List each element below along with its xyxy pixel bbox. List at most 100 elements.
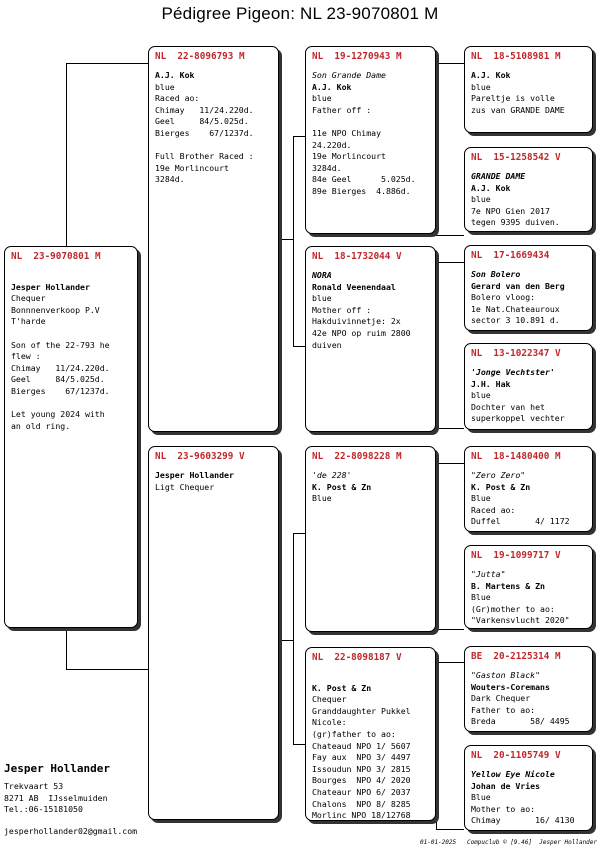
card-line: Mother off : [312,304,372,315]
ring-number: NL 18-5108981 M [471,51,561,62]
card-line: 1e Nat.Chateauroux [471,303,560,314]
card-line: Bierges 67/1237d. [155,127,254,138]
owner-address-city: 8271 AB IJsselmuiden [4,792,108,803]
card-line: (Gr)mother to ao: [471,603,555,614]
connector [293,533,294,745]
card-line: Yellow Eye Nicole [471,769,555,779]
ring-number: NL 22-8096793 M [155,51,245,62]
owner-phone: Tel.:06-15181050 [4,804,83,815]
card-line: Chimay 11/24.220d. [11,362,110,373]
card-line: Hakduivinnetje: 2x [312,316,401,327]
pigeon-card-fmm[interactable]: NL 13-1022347 V'Jonge Vechtster'J.H. Hak… [464,343,593,430]
connector [293,346,305,347]
card-line: Son Bolero [471,269,521,279]
card-line: Nicole: [312,717,347,728]
card-line: "Varkensvlucht 2020" [471,615,570,626]
owner-block: Jesper Hollander Trekvaart 53 8271 AB IJ… [4,762,110,816]
card-line [11,270,131,282]
card-line: blue [471,81,491,92]
owner-email[interactable]: jesperhollander02@gmail.com [4,826,138,836]
card-line: Ronald Veenendaal [312,281,396,292]
card-line: "Gaston Black" [471,670,541,680]
card-line: Duffel 4/ 1172 [471,516,570,527]
card-line: blue [312,93,332,104]
card-line: 89e Bierges 4.886d. [312,185,411,196]
connector [279,239,294,240]
card-line: GRANDE DAME [471,171,526,181]
card-line: tegen 9395 duiven. [471,217,560,228]
card-line: blue [155,81,175,92]
connector [436,63,464,64]
card-line: Bonnnenverkoop P.V [11,304,100,315]
connector [436,235,464,236]
card-line: A.J. Kok [471,182,511,193]
card-line [11,328,131,340]
connector [436,662,437,830]
card-line: Morlinc NPO 18/12768 [312,810,411,821]
footer-software: Compuclub © [9.46] Jesper Hollander [466,839,598,846]
card-line: 'de 228' [312,470,352,480]
ring-number: NL 23-9603299 V [155,451,245,462]
card-line: Geel 84/5.025d. [11,374,105,385]
card-line: A.J. Kok [155,70,195,80]
card-line: 11e NPO Chimay [312,127,382,138]
connector [436,662,464,663]
pigeon-card-mmf[interactable]: BE 20-2125314 M"Gaston Black"Wouters-Cor… [464,646,593,732]
card-line: "Jutta" [471,569,506,579]
card-line: Chequer [312,694,347,705]
card-line: K. Post & Zn [312,481,372,492]
card-line: 3284d. [155,174,185,185]
card-line: Pareltje is volle [471,93,555,104]
card-line: flew : [11,351,41,362]
card-line [155,140,272,152]
connector [436,463,437,630]
card-line: Dark Chequer [471,693,531,704]
card-line: Blue [471,493,491,504]
card-line: superkoppel vechter [471,413,565,424]
card-line: Jesper Hollander [155,470,234,480]
card-line: 19e Morlincourt [155,162,229,173]
card-line [312,116,429,128]
connector [436,262,464,263]
card-line: Chequer [11,293,46,304]
card-line: Dochter van het [471,401,545,412]
ring-number: NL 18-1732044 V [312,251,402,262]
ring-number: NL 19-1270943 M [312,51,402,62]
ring-number: NL 19-1099717 V [471,550,561,561]
card-line: Blue [312,493,332,504]
connector [436,262,437,428]
card-line: J.H. Hak [471,378,511,389]
ring-number: NL 17-1669434 [471,250,550,261]
footer-date: 01-01-2025 [420,839,457,846]
connector [293,533,305,534]
card-line: Johan de Vries [471,780,541,791]
card-line: Jesper Hollander [11,281,90,292]
card-line: T'harde [11,316,46,327]
card-line: Breda 58/ 4495 [471,716,570,727]
card-line: Chateaud NPO 1/ 5607 [312,740,411,751]
card-line: Granddaughter Pukkel [312,705,411,716]
card-line: Bolero vloog: [471,292,536,303]
card-line: Full Brother Raced : [155,151,254,162]
connector [293,744,305,745]
connector [436,629,464,630]
card-line: Blue [471,792,491,803]
connector [436,428,464,429]
connector [66,63,67,246]
card-line: Bourges NPO 4/ 2020 [312,775,411,786]
connector [293,136,294,347]
owner-address-street: Trekvaart 53 [4,781,64,791]
